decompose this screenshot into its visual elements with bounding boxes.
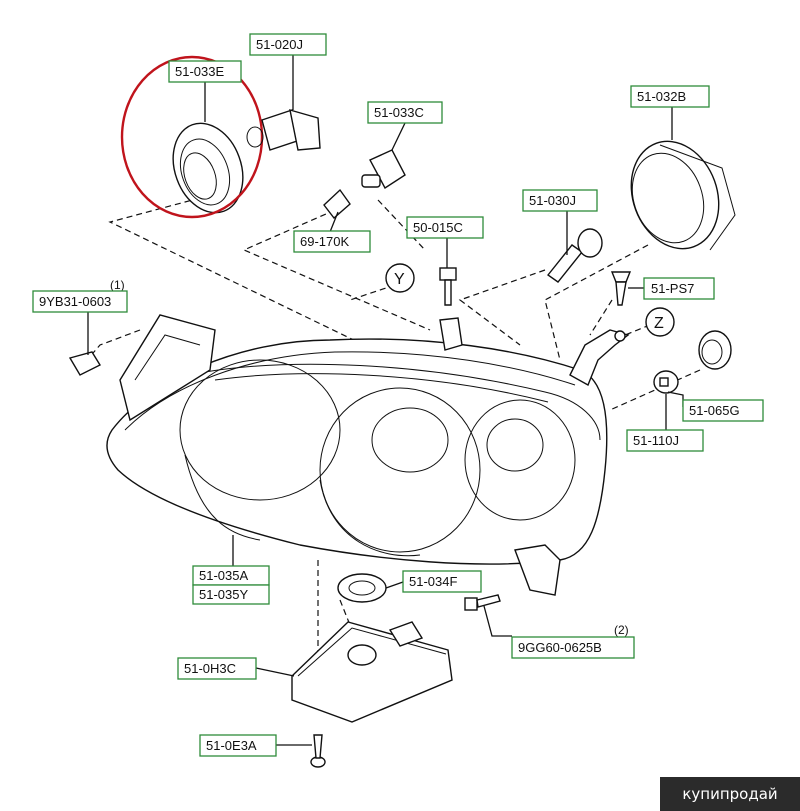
watermark-logo: купипродай [660,777,800,811]
hid-bulb-part [546,228,603,283]
label-51-035Y: 51-035Y [192,584,270,605]
wedge-bulb-part [323,188,351,220]
socket-part [361,149,406,190]
svg-text:Z: Z [654,315,664,332]
label-51-0H3C: 51-0H3C [177,657,257,680]
tapping-screw-part [310,734,326,768]
svg-text:9YB31-0603: 9YB31-0603 [39,294,111,309]
label-51-0E3A: 51-0E3A [199,734,277,757]
svg-text:51-PS7: 51-PS7 [651,281,694,296]
ballast-unit-part [291,621,453,723]
label-69-170K: 69-170K [293,230,371,253]
label-51-065G: 51-065G [682,399,764,422]
view-marker-z: Z [645,307,675,337]
svg-text:(2): (2) [614,623,629,637]
retaining-ring-part [172,122,244,214]
leader-lines [87,55,686,746]
label-9GG60-0625B: (2) 9GG60-0625B [511,623,635,659]
svg-text:51-065G: 51-065G [689,403,740,418]
svg-text:51-033E: 51-033E [175,64,224,79]
svg-text:51-034F: 51-034F [409,574,457,589]
svg-text:50-015C: 50-015C [413,220,463,235]
label-51-020J: 51-020J [249,33,327,56]
label-50-015C: 50-015C [406,216,484,239]
gasket-part [337,573,387,603]
push-clip-part [610,271,632,306]
h-bulb-part [246,109,321,151]
label-51-033E: 51-033E [168,60,242,83]
svg-text:(1): (1) [110,278,125,292]
flange-bolt-part [464,594,501,611]
view-marker-y: Y [385,263,415,293]
svg-text:51-0E3A: 51-0E3A [206,738,257,753]
label-51-110J: 51-110J [626,429,704,452]
label-9YB31-0603: (1) 9YB31-0603 [32,278,128,313]
svg-text:51-033C: 51-033C [374,105,424,120]
svg-text:Y: Y [394,271,405,288]
label-51-PS7: 51-PS7 [643,277,715,300]
svg-text:69-170K: 69-170K [300,234,349,249]
svg-text:51-035Y: 51-035Y [199,587,248,602]
headlamp-assembly [106,314,630,596]
svg-text:9GG60-0625B: 9GG60-0625B [518,640,602,655]
label-51-030J: 51-030J [522,189,598,212]
side-socket-part [698,330,732,370]
svg-text:51-020J: 51-020J [256,37,303,52]
svg-text:51-110J: 51-110J [633,433,679,448]
spring-clip-part [68,351,101,376]
label-51-035A: 51-035A [192,565,270,586]
svg-text:51-0H3C: 51-0H3C [184,661,236,676]
side-bulb-part [653,370,679,394]
label-51-034F: 51-034F [402,570,482,593]
highlight-circle [120,55,264,219]
dust-cap-part [630,140,736,251]
svg-text:51-035A: 51-035A [199,568,248,583]
svg-text:51-032B: 51-032B [637,89,686,104]
label-51-033C: 51-033C [367,101,443,124]
svg-text:51-030J: 51-030J [529,193,576,208]
label-51-032B: 51-032B [630,85,710,108]
bolt-part [439,267,457,306]
